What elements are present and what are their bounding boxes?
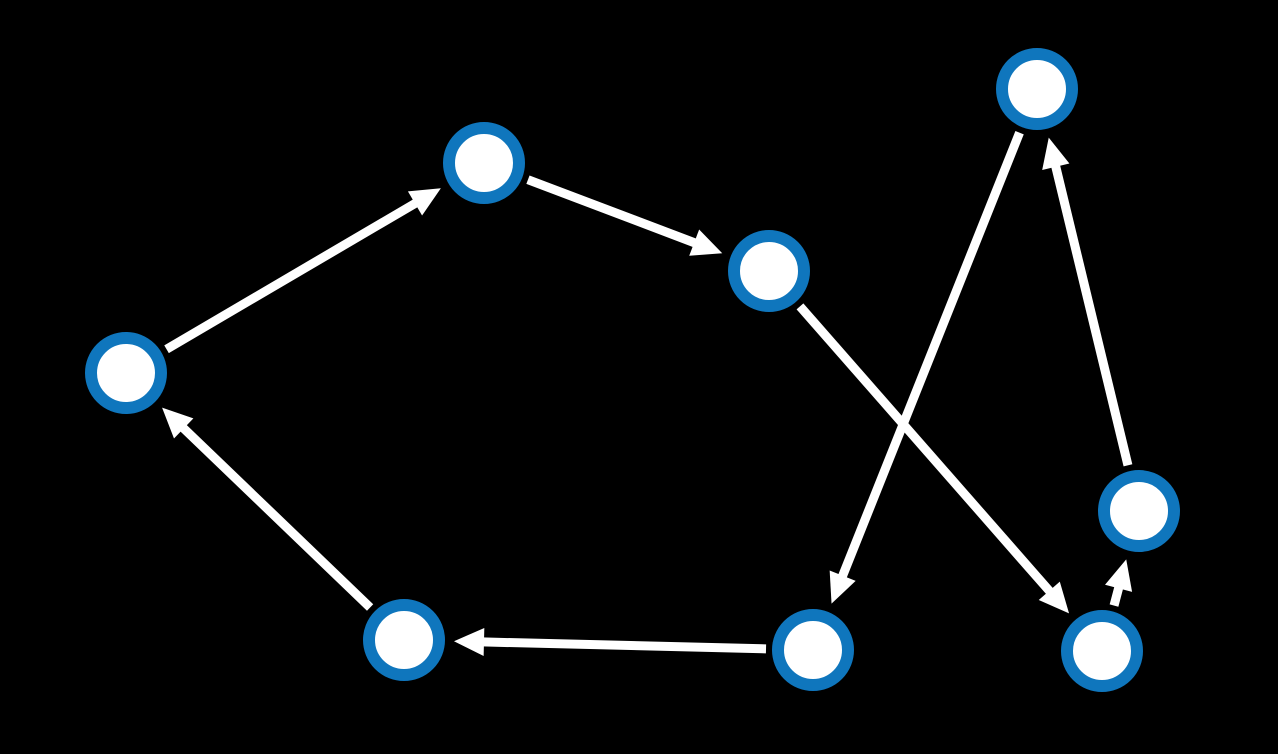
arrowhead-icon: [407, 188, 441, 216]
graph-node-middle: [728, 230, 810, 312]
edge-bottom-right-to-right: [1105, 559, 1133, 607]
graph-node-upper-middle: [443, 122, 525, 204]
edge-bottom-middle-to-bottom-left: [453, 627, 767, 656]
arrowhead-icon: [689, 229, 723, 256]
arrowhead-icon: [1038, 581, 1070, 614]
graph-node-bottom-right: [1061, 610, 1143, 692]
edge-line: [481, 637, 767, 654]
edge-line: [164, 198, 419, 354]
edge-right-to-top-right: [1042, 137, 1133, 467]
edge-middle-to-bottom-right: [796, 303, 1070, 614]
edge-line: [179, 423, 374, 611]
arrowhead-icon: [162, 407, 194, 439]
edge-bottom-left-to-left: [162, 407, 374, 611]
edge-left-to-upper-middle: [164, 188, 441, 354]
graph-node-right: [1098, 470, 1180, 552]
arrowhead-icon: [829, 570, 856, 604]
edge-upper-middle-to-middle: [526, 175, 723, 256]
edge-top-right-to-bottom-middle: [829, 130, 1024, 604]
edge-line: [796, 303, 1054, 596]
graph-node-bottom-left: [363, 599, 445, 681]
edge-line: [526, 175, 698, 248]
edge-line: [1109, 585, 1124, 607]
arrowhead-icon: [1042, 137, 1070, 171]
graph-node-top-right: [996, 48, 1078, 130]
graph-node-bottom-middle: [772, 609, 854, 691]
edge-line: [837, 130, 1024, 580]
graph-node-left: [85, 332, 167, 414]
edge-line: [1050, 163, 1133, 467]
arrowhead-icon: [453, 627, 485, 656]
arrowhead-icon: [1105, 559, 1133, 592]
